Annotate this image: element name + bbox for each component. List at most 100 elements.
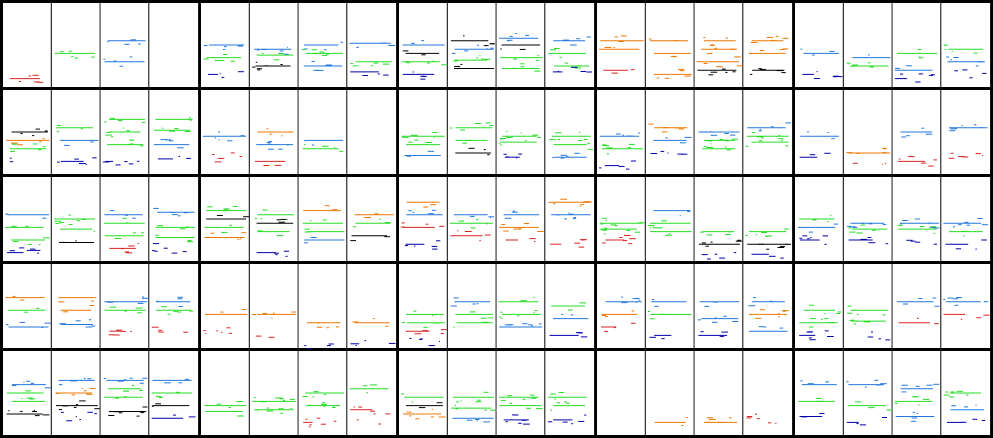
result-panel: [447, 351, 497, 435]
result-panel: [100, 177, 149, 261]
result-panel: [645, 177, 694, 261]
panel-background: [100, 351, 149, 435]
panel-background: [399, 351, 447, 435]
result-panel: [399, 177, 447, 261]
result-panel: [100, 264, 149, 348]
panel-background: [843, 351, 892, 435]
result-panel: [201, 177, 251, 261]
panel-background: [149, 264, 199, 348]
panel-background: [645, 177, 694, 261]
panel-background: [496, 264, 545, 348]
result-panel: [694, 351, 743, 435]
panels-layer: [3, 3, 991, 435]
panel-background: [347, 3, 397, 87]
result-panel: [694, 90, 743, 174]
result-panel: [743, 351, 793, 435]
result-panel: [545, 90, 595, 174]
panel-background: [201, 90, 249, 174]
panel-background: [298, 90, 347, 174]
panel-background: [201, 264, 249, 348]
panel-background: [645, 90, 694, 174]
result-panel: [347, 264, 397, 348]
panel-background: [694, 264, 743, 348]
result-panel: [645, 351, 694, 435]
result-panel: [694, 177, 743, 261]
result-panel: [399, 90, 447, 174]
panel-background: [743, 177, 793, 261]
panel-background: [100, 177, 149, 261]
result-panel: [496, 351, 545, 435]
panel-background: [941, 264, 991, 348]
result-panel: [100, 90, 149, 174]
panel-background: [743, 351, 793, 435]
panel-background: [597, 3, 645, 87]
result-panel: [743, 264, 793, 348]
result-panel: [843, 90, 892, 174]
result-panel: [347, 3, 397, 87]
panel-background: [51, 3, 100, 87]
panel-background: [149, 3, 199, 87]
result-panel: [496, 264, 545, 348]
result-panel: [941, 90, 991, 174]
panel-background: [645, 3, 694, 87]
panel-background: [399, 177, 447, 261]
panel-background: [51, 90, 100, 174]
panel-background: [545, 3, 595, 87]
panel-background: [399, 264, 447, 348]
result-panel: [892, 3, 941, 87]
panel-background: [694, 351, 743, 435]
result-panel: [3, 177, 51, 261]
panel-background: [795, 90, 843, 174]
panel-background: [298, 177, 347, 261]
panel-background: [347, 351, 397, 435]
result-panel: [941, 351, 991, 435]
result-panel: [149, 3, 199, 87]
panel-background: [597, 177, 645, 261]
panel-background: [100, 264, 149, 348]
result-panel: [447, 90, 496, 174]
panel-background: [694, 177, 743, 261]
result-panel: [892, 351, 941, 435]
result-panel: [496, 177, 545, 261]
result-panel: [347, 90, 397, 174]
result-panel: [3, 90, 51, 174]
result-panel: [743, 90, 793, 174]
panel-background: [941, 3, 991, 87]
result-panel: [201, 351, 249, 435]
result-panel: [743, 177, 793, 261]
result-panel: [51, 3, 100, 87]
result-panel: [249, 351, 298, 435]
result-panel: [149, 351, 199, 435]
panel-background: [347, 264, 397, 348]
result-panel: [399, 3, 448, 87]
result-panel: [298, 351, 347, 435]
panel-background: [347, 90, 397, 174]
panel-background: [3, 177, 51, 261]
result-panel: [249, 264, 298, 348]
result-panel: [597, 177, 645, 261]
result-panel: [149, 264, 199, 348]
panel-background: [3, 264, 51, 348]
result-panel: [149, 90, 199, 174]
result-panel: [51, 351, 100, 435]
result-panel: [298, 90, 347, 174]
result-panel: [843, 177, 892, 261]
panel-background: [249, 264, 298, 348]
panel-background: [545, 90, 595, 174]
panel-background: [597, 351, 645, 435]
panel-background: [447, 177, 496, 261]
panel-background: [149, 90, 199, 174]
result-panel: [892, 90, 941, 174]
result-panel: [347, 177, 397, 261]
result-panel: [496, 3, 545, 87]
panel-background: [645, 351, 694, 435]
result-panel: [298, 264, 347, 350]
result-panel: [447, 3, 496, 87]
result-panel: [298, 177, 347, 261]
result-panel: [545, 3, 595, 87]
result-panel: [447, 264, 496, 348]
result-panel: [795, 351, 843, 435]
panel-background: [892, 351, 941, 435]
panel-background: [545, 177, 595, 261]
result-panel: [249, 177, 298, 261]
